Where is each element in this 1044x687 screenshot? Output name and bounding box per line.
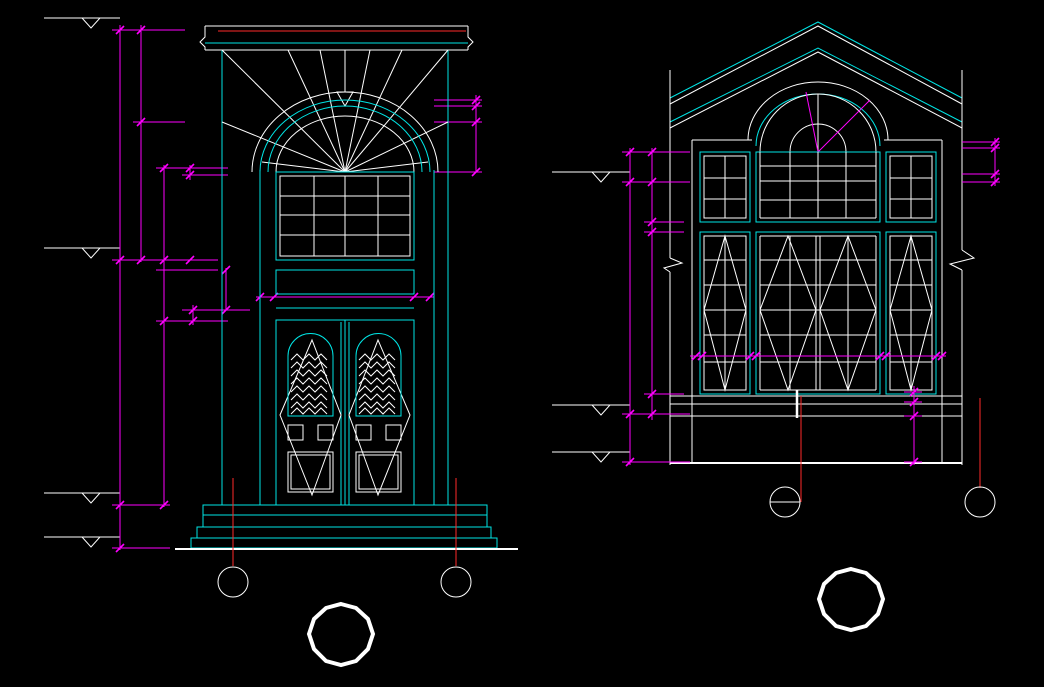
transom — [275, 269, 415, 309]
right-elevation — [552, 21, 1000, 633]
level-marker — [552, 451, 630, 463]
left-cornice — [199, 25, 474, 51]
left-arch — [251, 91, 439, 173]
level-marker — [44, 536, 120, 548]
upper-windows — [699, 151, 937, 223]
right-dimension-chains — [622, 137, 1000, 467]
door-leaves — [275, 319, 415, 506]
level-marker — [552, 404, 630, 416]
left-axes — [217, 478, 472, 598]
level-marker — [44, 247, 120, 259]
axis-bubble — [964, 486, 996, 518]
title-circle-right — [816, 566, 886, 633]
left-pilasters — [221, 50, 449, 505]
level-marker — [44, 17, 120, 29]
axis-bubble — [217, 566, 249, 598]
left-dimension-chains — [112, 25, 482, 553]
title-circle-left — [306, 601, 376, 668]
right-walls — [662, 70, 976, 465]
fanlight-window — [275, 171, 415, 261]
left-level-markers — [44, 17, 120, 548]
gable-roof — [669, 21, 963, 129]
level-marker — [44, 492, 120, 504]
right-level-markers — [552, 171, 630, 463]
right-axes — [769, 396, 996, 518]
lower-windows — [699, 231, 937, 418]
entrance-steps — [190, 504, 498, 549]
level-marker — [552, 171, 630, 183]
axis-bubble — [440, 566, 472, 598]
left-elevation — [44, 17, 518, 668]
glazing-pattern — [290, 353, 396, 415]
